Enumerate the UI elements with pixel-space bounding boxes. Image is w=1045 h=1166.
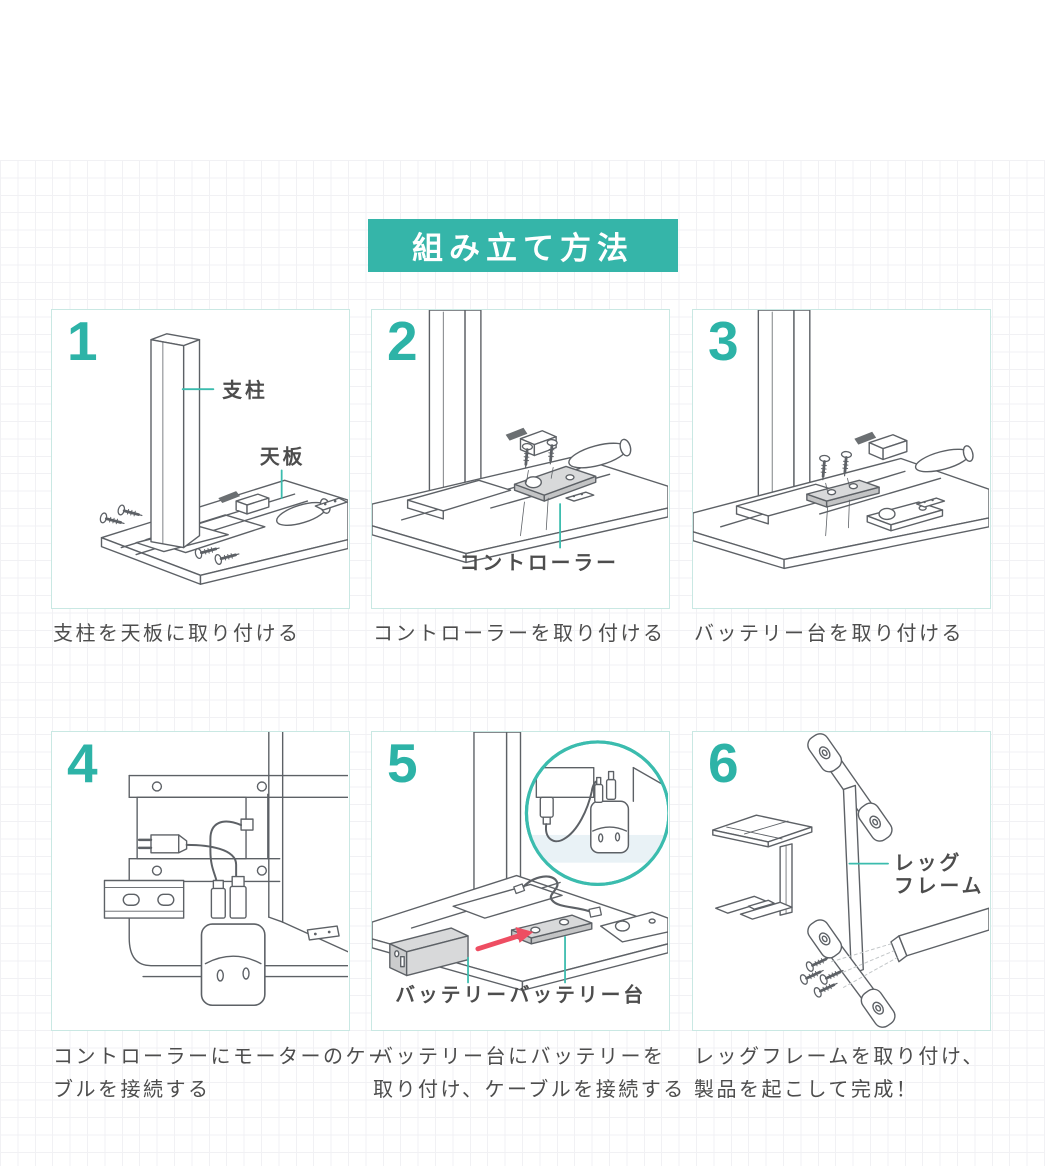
power-plug bbox=[137, 834, 188, 854]
step-2-panel: コントローラー 2 bbox=[371, 309, 670, 609]
motor-cylinder bbox=[914, 445, 974, 473]
caption-line: コントローラーを取り付ける bbox=[373, 623, 666, 645]
title-banner-text: 組み立て方法 bbox=[412, 231, 634, 266]
inset-detail-circle bbox=[524, 740, 668, 887]
post-label: 支柱 bbox=[221, 379, 268, 402]
controller-plate bbox=[513, 465, 597, 502]
support-post bbox=[428, 310, 482, 497]
hinge-plate bbox=[916, 497, 946, 508]
step-3-panel: 3 bbox=[692, 309, 991, 609]
step-number: 3 bbox=[708, 310, 739, 372]
battery-stand-label: バッテリー台 bbox=[510, 983, 647, 1006]
step-2-caption: コントローラーを取り付ける bbox=[373, 618, 666, 651]
step-5-panel: バッテリー バッテリー台 5 bbox=[371, 731, 670, 1031]
battery-label: バッテリー bbox=[395, 984, 509, 1006]
caption-line: 支柱を天板に取り付ける bbox=[53, 623, 301, 645]
cable-connectors bbox=[210, 875, 247, 919]
step-3-caption: バッテリー台を取り付ける bbox=[694, 618, 964, 651]
caption-line: バッテリー台を取り付ける bbox=[694, 623, 964, 645]
controller-plate bbox=[866, 501, 944, 532]
leg-frame bbox=[807, 733, 896, 1028]
motor-cylinder bbox=[568, 438, 632, 469]
caption-line: ブルを接続する bbox=[53, 1079, 211, 1101]
cables bbox=[185, 818, 254, 888]
support-post bbox=[473, 732, 522, 898]
clamp-bracket bbox=[854, 431, 908, 461]
battery-stand-plate bbox=[806, 479, 880, 508]
caption-line: バッテリー台にバッテリーを bbox=[373, 1046, 666, 1068]
step-1-illustration: 支柱 天板 bbox=[97, 333, 348, 585]
step-2-illustration: コントローラー bbox=[372, 310, 668, 574]
step-number: 4 bbox=[67, 732, 98, 794]
title-banner: 組み立て方法 bbox=[368, 219, 678, 272]
controller-plate bbox=[599, 911, 668, 943]
hinge-plate bbox=[565, 491, 595, 502]
assembled-desk bbox=[712, 814, 813, 920]
frame-rails bbox=[128, 774, 348, 883]
tabletop-edges bbox=[128, 732, 348, 978]
screws bbox=[816, 449, 854, 537]
step-3-illustration bbox=[693, 310, 989, 570]
step-5-caption: バッテリー台にバッテリーを 取り付け、ケーブルを接続する bbox=[373, 1041, 686, 1107]
step-4-illustration bbox=[103, 732, 348, 1007]
controller-box bbox=[200, 923, 266, 1007]
step-6-illustration: レッグ フレーム bbox=[712, 733, 989, 1028]
step-4-panel: 4 bbox=[51, 731, 350, 1031]
post-base-plate bbox=[406, 479, 512, 520]
caption-line: レッグフレームを取り付け、 bbox=[694, 1046, 985, 1068]
step-number: 1 bbox=[67, 310, 98, 372]
support-post bbox=[150, 333, 201, 549]
step-1-panel: 支柱 天板 1 bbox=[51, 309, 350, 609]
step-5-illustration: バッテリー バッテリー台 bbox=[372, 732, 668, 1006]
tabletop-board bbox=[372, 455, 668, 564]
clamp-bracket bbox=[218, 491, 270, 515]
insert-arrow bbox=[475, 927, 534, 952]
leg-frame-label-line2: フレーム bbox=[894, 875, 984, 897]
cable bbox=[513, 875, 603, 918]
step-number: 5 bbox=[387, 732, 418, 794]
tabletop-label: 天板 bbox=[260, 445, 306, 468]
step-4-caption: コントローラーにモーターのケー ブルを接続する bbox=[53, 1041, 391, 1107]
step-6-panel: レッグ フレーム 6 bbox=[692, 731, 991, 1031]
hinge-plate bbox=[314, 497, 348, 511]
screws bbox=[519, 437, 559, 537]
support-post bbox=[757, 310, 811, 501]
step-number: 6 bbox=[708, 732, 739, 794]
post-base-plate bbox=[452, 883, 563, 919]
step-1-caption: 支柱を天板に取り付ける bbox=[53, 618, 301, 651]
controller-label: コントローラー bbox=[460, 552, 619, 574]
step-number: 2 bbox=[387, 310, 418, 372]
caption-line: 取り付け、ケーブルを接続する bbox=[373, 1079, 686, 1101]
caption-line: コントローラーにモーターのケー bbox=[53, 1046, 391, 1068]
tabletop-board bbox=[693, 457, 989, 570]
alignment-guides bbox=[831, 943, 898, 988]
caption-line: 製品を起こして完成！ bbox=[694, 1079, 919, 1101]
leg-beam bbox=[890, 907, 989, 963]
wall-bracket bbox=[103, 879, 185, 919]
step-6-caption: レッグフレームを取り付け、 製品を起こして完成！ bbox=[694, 1041, 985, 1107]
inset-controller bbox=[590, 770, 630, 854]
inset-usb-connector bbox=[539, 780, 601, 843]
leg-frame-label-line1: レッグ bbox=[894, 852, 962, 875]
